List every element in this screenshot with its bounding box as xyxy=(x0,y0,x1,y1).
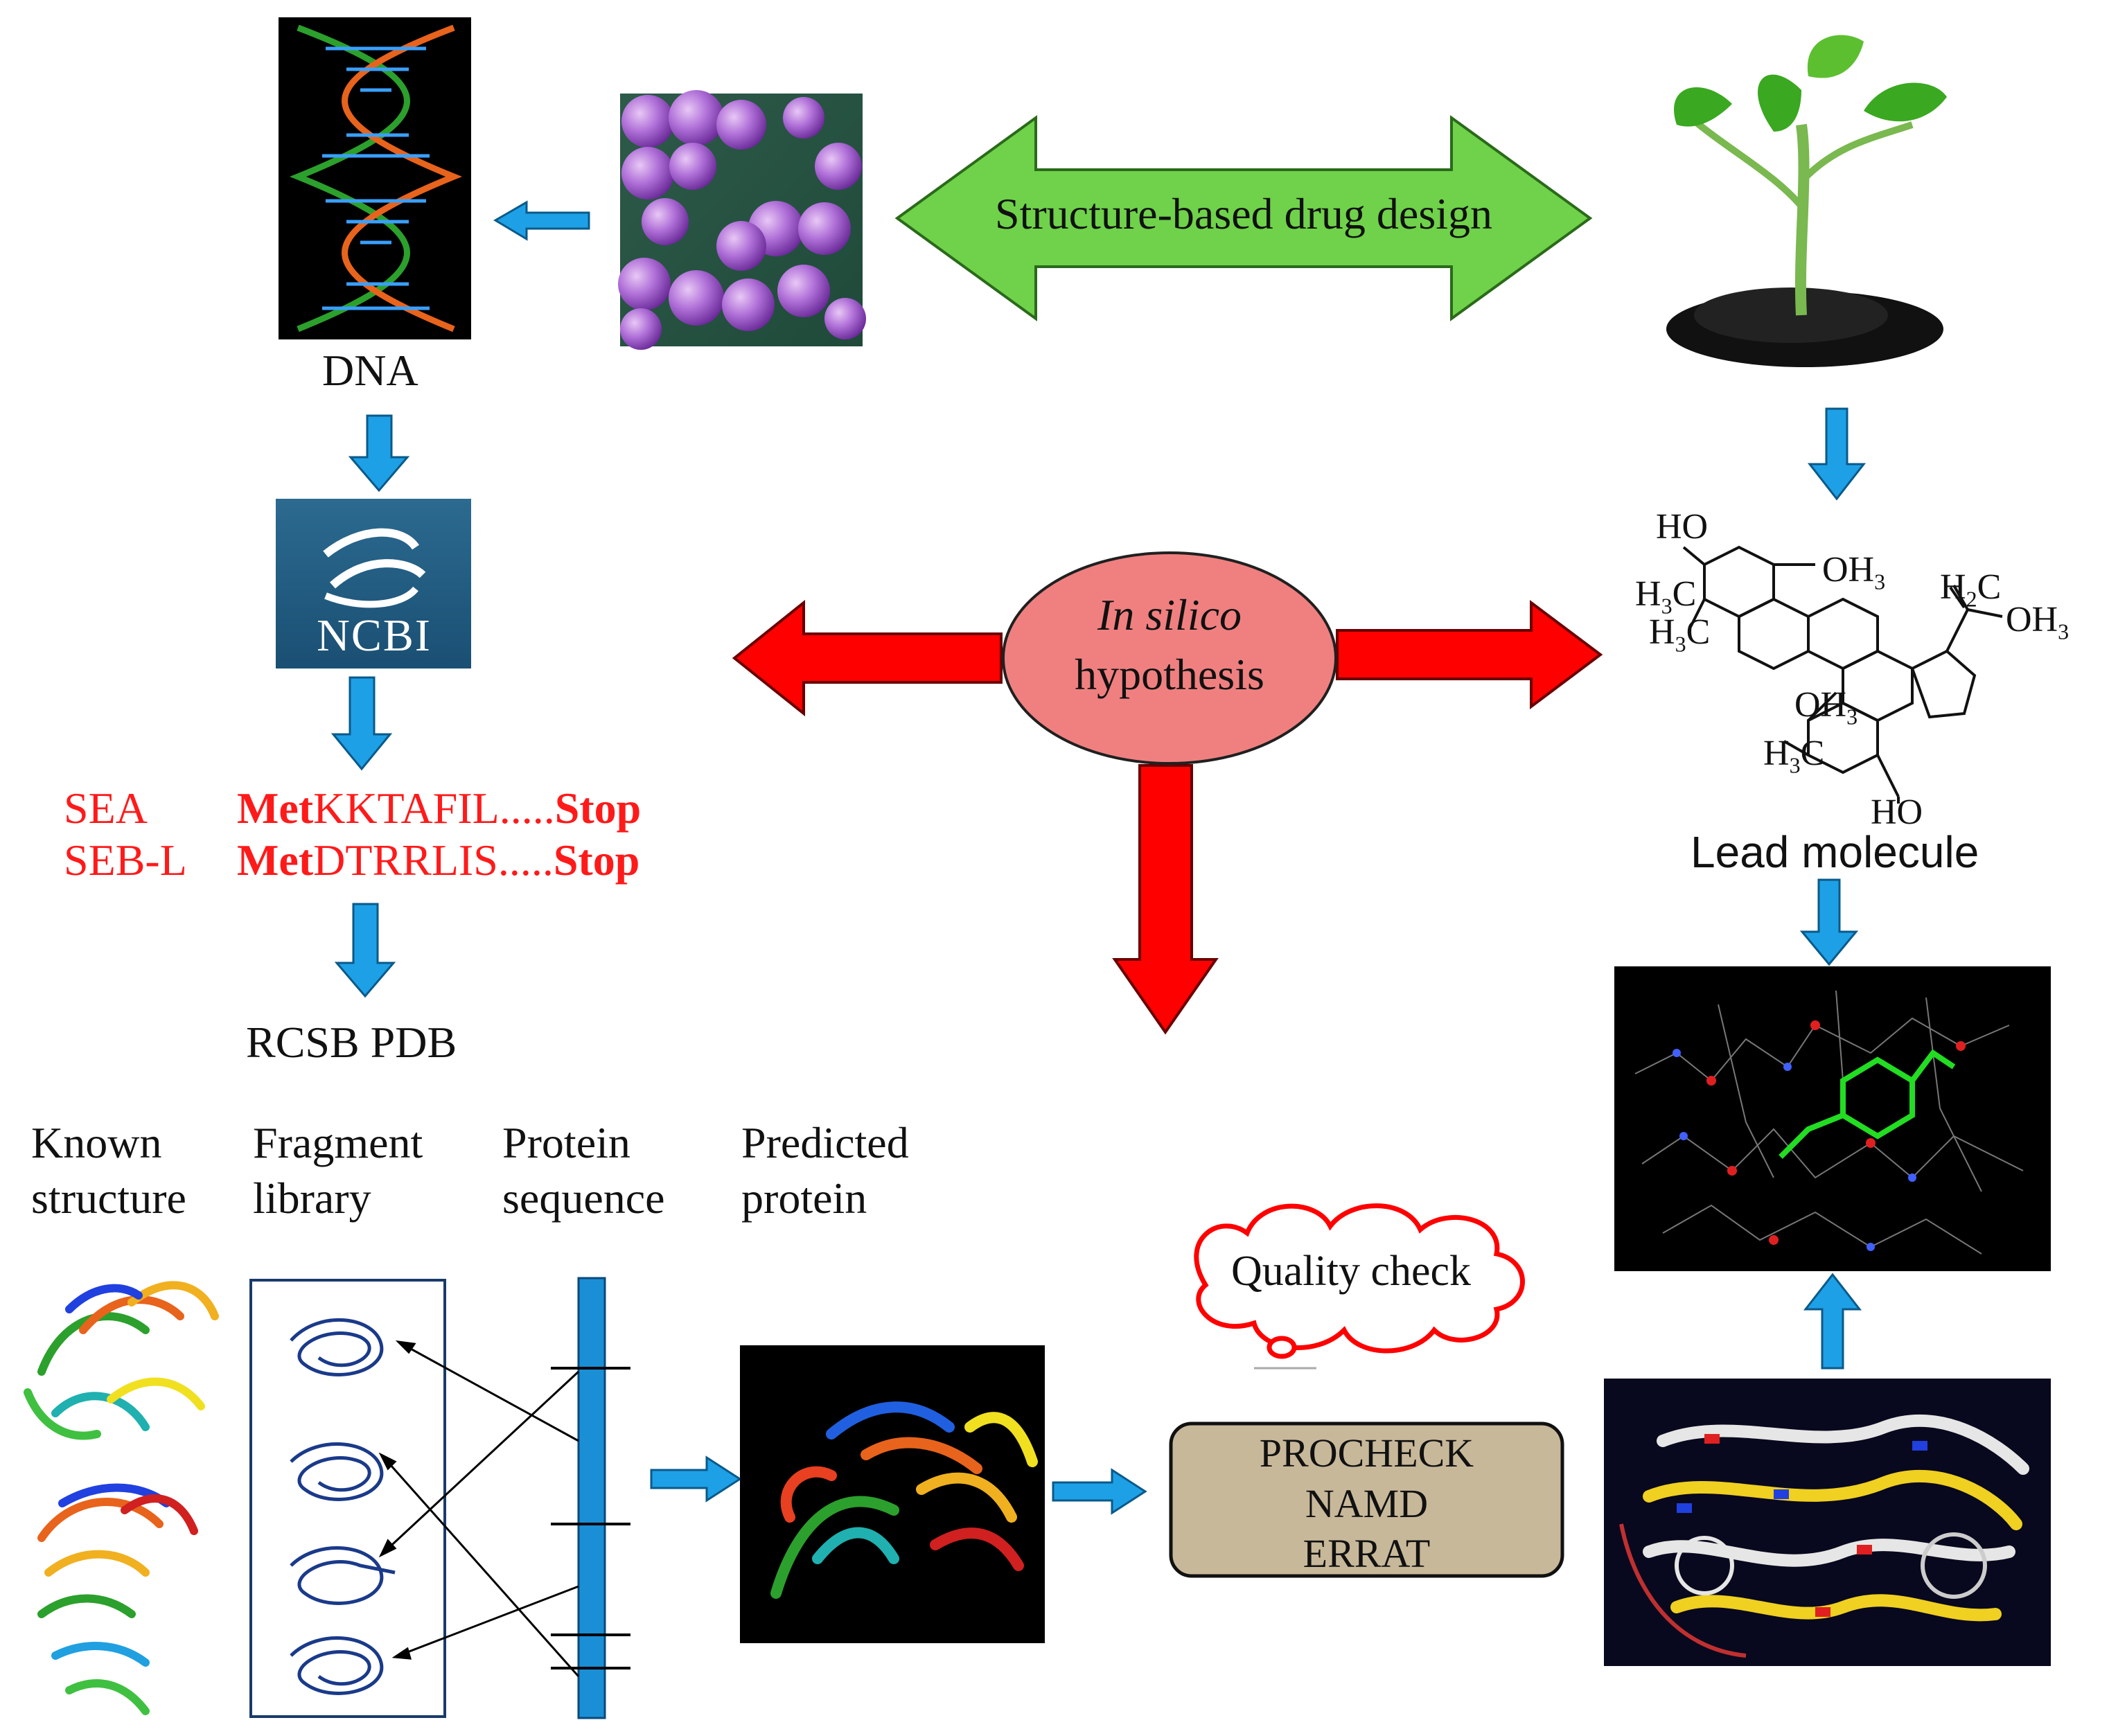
ribbon-protein-image xyxy=(1604,1379,2051,1666)
structure-based-label: Structure-based drug design xyxy=(994,189,1493,238)
col-line2: protein xyxy=(741,1173,867,1223)
chem-h3c-c-text: H xyxy=(1763,734,1790,773)
plant-image xyxy=(1666,35,1947,367)
lead-molecule-label: Lead molecule xyxy=(1691,827,1979,877)
column-known-structure: Known structure xyxy=(31,1115,186,1226)
known-structure-image-2 xyxy=(37,1483,198,1715)
chem-h3c-c: H3C xyxy=(1763,734,1825,778)
chem-oh3-right-text: OH xyxy=(2006,600,2058,639)
chem-h3c-b-text: H xyxy=(1649,612,1675,652)
tool-namd: NAMD xyxy=(1305,1480,1429,1526)
arrow-ribbon-to-docking xyxy=(1803,1273,1862,1370)
chem-ho-bottom: HO xyxy=(1871,792,1923,832)
hypothesis-ellipse xyxy=(1002,551,1337,765)
arrow-predicted-to-tools xyxy=(1052,1468,1147,1515)
red-arrow-right xyxy=(1336,600,1603,709)
tool-procheck: PROCHECK xyxy=(1259,1431,1474,1476)
chem-ho-top: HO xyxy=(1656,507,1709,547)
sequence-row-seb: SEB-L MetDTRRLIS.....Stop xyxy=(64,835,639,886)
col-line1: Fragment xyxy=(253,1118,423,1167)
tools-box xyxy=(1169,1421,1564,1578)
red-arrow-down xyxy=(1112,764,1219,1035)
seq-met: Met xyxy=(237,835,314,885)
ncbi-text: NCBI xyxy=(317,610,432,661)
tool-errat: ERRAT xyxy=(1303,1531,1431,1576)
arrow-plant-to-lead xyxy=(1807,407,1867,501)
red-arrow-left xyxy=(732,599,1003,717)
col-line1: Known xyxy=(31,1118,162,1167)
chem-oh3-a: OH3 xyxy=(1822,550,1886,594)
chem-h2c-text: H xyxy=(1940,567,1966,607)
seq-name: SEB-L xyxy=(64,835,187,885)
sequence-row-sea: SEA MetKKTAFIL.....Stop xyxy=(64,783,641,834)
seq-stop: Stop xyxy=(554,783,642,833)
chem-h3c-a: H3C xyxy=(1635,574,1697,619)
hypothesis-rest: hypothesis xyxy=(1075,650,1264,700)
hypothesis-text: In silico hypothesis xyxy=(1005,585,1334,705)
col-line1: Predicted xyxy=(741,1118,909,1167)
arrow-lead-to-docking xyxy=(1799,878,1859,966)
arrow-ncbi-to-seq xyxy=(330,676,393,771)
rcsb-label: RCSB PDB xyxy=(246,1018,457,1067)
chem-oh3-mid-text: OH xyxy=(1794,685,1847,725)
fragment-mapping-lines xyxy=(378,1340,580,1677)
bacteria-image xyxy=(618,90,866,350)
column-fragment-library: Fragment library xyxy=(253,1115,423,1226)
docking-image xyxy=(1614,966,2051,1271)
quality-check-cloud xyxy=(1194,1203,1525,1359)
arrow-seq-to-predicted xyxy=(650,1455,742,1503)
chem-h3c-a-text: H xyxy=(1635,574,1661,614)
chem-oh3-a-text: OH xyxy=(1822,550,1875,590)
sequence-ticks xyxy=(551,1367,630,1669)
lead-molecule-structure xyxy=(1682,545,2003,804)
col-line2: library xyxy=(253,1173,371,1223)
chem-h3c-b: H3C xyxy=(1649,612,1711,657)
arrow-bacteria-to-dna xyxy=(493,200,590,241)
seq-met: Met xyxy=(237,783,314,833)
col-line2: sequence xyxy=(502,1173,665,1223)
arrow-seq-to-rcsb xyxy=(334,903,396,998)
col-line1: Protein xyxy=(502,1118,630,1167)
structure-based-double-arrow xyxy=(894,115,1593,321)
chem-oh3-mid: OH3 xyxy=(1794,685,1858,729)
dna-label: DNA xyxy=(322,346,418,395)
ncbi-logo xyxy=(276,499,471,668)
col-line2: structure xyxy=(31,1173,186,1223)
fragment-scribbles xyxy=(290,1318,396,1695)
quality-check-label: Quality check xyxy=(1230,1248,1472,1295)
seq-body: KKTAFIL..... xyxy=(313,783,555,833)
protein-sequence-bar xyxy=(577,1277,606,1719)
dna-image xyxy=(279,17,471,339)
arrow-dna-to-ncbi xyxy=(348,414,410,493)
hypothesis-italic: In silico xyxy=(1097,590,1242,639)
seq-name: SEA xyxy=(64,783,148,833)
chem-h2c: H2C xyxy=(1940,567,2002,612)
known-structure-image-1 xyxy=(24,1281,219,1440)
column-predicted-protein: Predicted protein xyxy=(741,1115,909,1226)
tools-list: PROCHECK NAMD ERRAT xyxy=(1171,1428,1562,1579)
seq-body: DTRRLIS..... xyxy=(313,835,554,885)
seq-stop: Stop xyxy=(553,835,640,885)
column-protein-sequence: Protein sequence xyxy=(502,1115,665,1226)
chem-oh3-right: OH3 xyxy=(2006,600,2070,644)
predicted-protein-image xyxy=(740,1345,1045,1643)
